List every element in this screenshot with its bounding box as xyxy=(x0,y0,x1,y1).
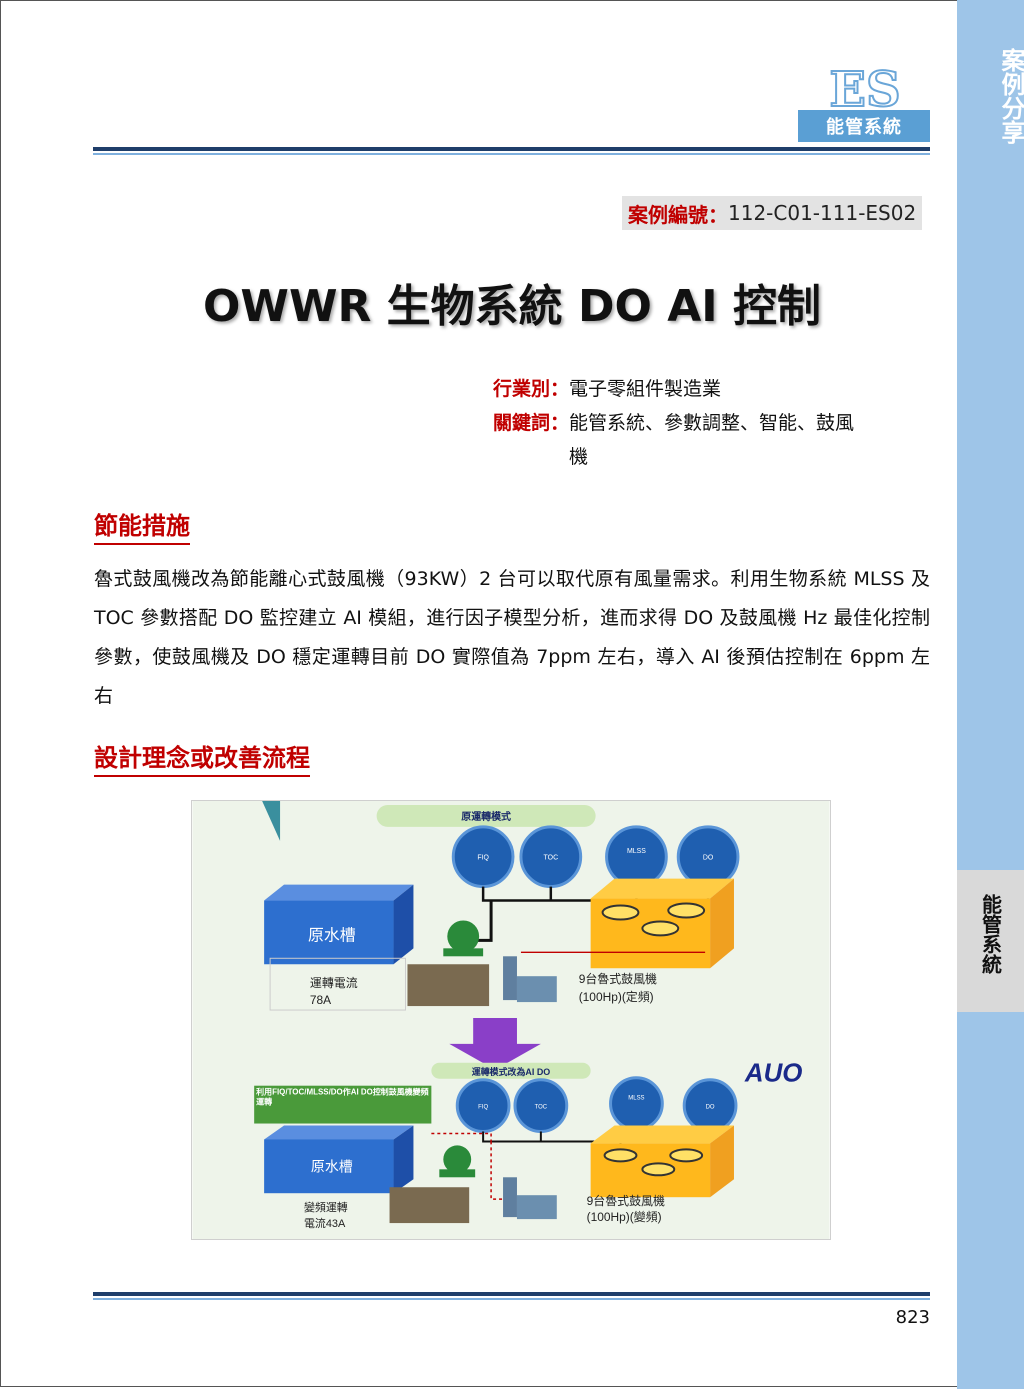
circle-mlss-bottom-label: MLSS xyxy=(628,1096,644,1102)
bottom-banner-text: 運轉模式改為AI DO xyxy=(472,1066,551,1077)
circle-mlss-label: MLSS xyxy=(627,848,646,855)
page-title: OWWR 生物系統 DO AI 控制 xyxy=(203,281,821,332)
tank-label-bottom: 原水槽 xyxy=(311,1158,353,1174)
side-note-text: 利用FIQ/TOC/MLSS/DO作AI DO控制鼓風機變頻運轉 xyxy=(256,1087,429,1107)
es-logo: ES xyxy=(828,62,901,114)
photo-panel-top xyxy=(407,964,490,1007)
bottom-current-value: 電流43A xyxy=(304,1216,346,1230)
tank-side xyxy=(393,884,414,965)
meta-info: 行業別： 電子零組件製造業 關鍵詞： 能管系統、參數調整、智能、鼓風機 xyxy=(493,372,869,474)
page-number: 823 xyxy=(895,1307,930,1328)
top-blower-label: 9台魯式鼓風機 xyxy=(579,971,657,986)
circle-toc-label: TOC xyxy=(544,855,559,862)
transition-arrow xyxy=(449,1018,541,1070)
corner-accent xyxy=(262,801,281,841)
blower-photo-bottom xyxy=(503,1177,517,1218)
pump-icon-top xyxy=(447,920,480,953)
photo-panel-bottom xyxy=(389,1187,470,1224)
industry-value: 電子零組件製造業 xyxy=(569,378,722,400)
top-banner-text: 原運轉模式 xyxy=(461,810,511,823)
circle-mlss-bottom xyxy=(609,1076,664,1131)
circle-do-label: DO xyxy=(703,855,714,862)
circle-toc-bottom-label: TOC xyxy=(535,1105,548,1111)
bottom-banner xyxy=(431,1062,591,1079)
bottom-blower-spec: (100Hp)(變頻) xyxy=(587,1209,662,1224)
circle-fiq-bottom-label: FIQ xyxy=(478,1105,488,1111)
tank-label-top: 原水槽 xyxy=(308,926,356,944)
category-badge: 能管系統 xyxy=(798,110,930,142)
pump-icon-bottom xyxy=(443,1145,472,1174)
es-logo-text: ES xyxy=(829,62,900,114)
case-number: 案例編號： 112-C01-111-ES02 xyxy=(622,196,923,230)
circle-toc xyxy=(519,825,583,889)
keywords-label: 關鍵詞： xyxy=(493,412,570,434)
side-band xyxy=(957,0,1024,1389)
keywords-value: 能管系統、參數調整、智能、鼓風機 xyxy=(569,412,855,468)
case-number-label: 案例編號： xyxy=(628,202,728,227)
tank-front xyxy=(264,900,394,965)
side-tab-label: 能管系統 xyxy=(978,894,1003,974)
tank-top xyxy=(264,884,414,901)
industry-label: 行業別： xyxy=(493,378,570,400)
top-current-label: 運轉電流 xyxy=(310,976,358,990)
side-tab xyxy=(957,870,1024,1012)
top-blower-spec: (100Hp)(定頻) xyxy=(579,989,654,1004)
bottom-blower-label: 9台魯式鼓風機 xyxy=(587,1193,665,1208)
circle-do-bottom-label: DO xyxy=(706,1105,715,1111)
side-band-label: 案例分享 xyxy=(997,48,1024,144)
section-heading-measures: 節能措施 xyxy=(94,506,190,545)
top-banner xyxy=(376,804,596,827)
circle-fiq-label: FIQ xyxy=(477,855,489,862)
tank-front-bottom xyxy=(264,1139,394,1194)
header-rule xyxy=(93,147,930,155)
case-number-value: 112-C01-111-ES02 xyxy=(728,201,917,225)
footer-rule xyxy=(93,1292,930,1300)
top-current-value: 78A xyxy=(310,993,331,1007)
section-heading-design: 設計理念或改善流程 xyxy=(94,738,310,777)
brand-logo: AUO xyxy=(744,1060,803,1088)
process-diagram: 原運轉模式 FIQ TOC MLSS DO 原水槽 運轉電流 78A 9台魯式鼓… xyxy=(191,800,831,1240)
side-note-box xyxy=(254,1085,432,1124)
blower-photo-top xyxy=(503,956,517,1001)
circle-mlss xyxy=(605,825,668,889)
bottom-current-label: 變頻運轉 xyxy=(304,1200,348,1214)
circle-fiq xyxy=(451,825,515,889)
measures-paragraph: 魯式鼓風機改為節能離心式鼓風機（93KW）2 台可以取代原有風量需求。利用生物系… xyxy=(94,568,930,707)
